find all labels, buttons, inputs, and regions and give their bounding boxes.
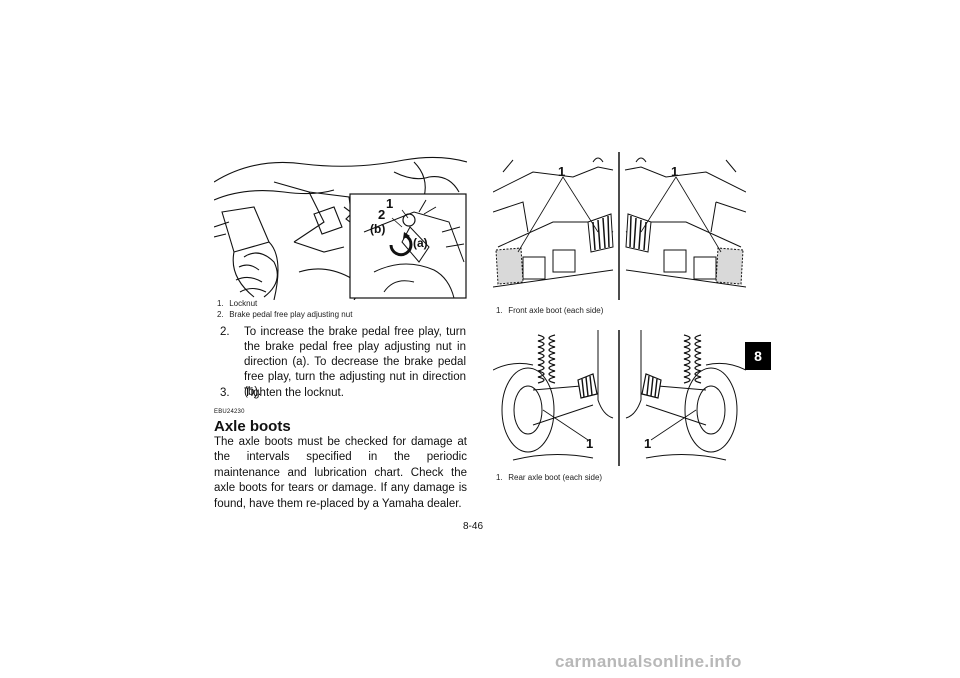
rear-axle-figure: 1 1 <box>493 330 746 466</box>
step-text: Tighten the locknut. <box>244 387 344 399</box>
caption-num: 1. <box>217 299 224 308</box>
chapter-tab: 8 <box>745 342 771 370</box>
front-callout-1: 1 <box>671 164 679 179</box>
section-code: EBU24230 <box>214 409 245 415</box>
brake-figure-caption: 1. Locknut 2. Brake pedal free play adju… <box>217 298 352 320</box>
front-axle-caption: 1. Front axle boot (each side) <box>496 305 603 316</box>
step-2: 2. To increase the brake pedal free play… <box>220 325 466 400</box>
caption-text: Front axle boot (each side) <box>508 306 604 315</box>
callout-1: 1 <box>386 196 394 211</box>
step-3: 3. Tighten the locknut. <box>220 386 466 401</box>
caption-num: 1. <box>496 473 503 482</box>
section-body: The axle boots must be checked for damag… <box>214 436 467 510</box>
front-axle-figure: 1 1 <box>493 152 746 300</box>
caption-text: Locknut <box>229 299 258 308</box>
step-number: 3. <box>220 387 230 399</box>
callout-2: 2 <box>378 207 386 222</box>
page-number: 8-46 <box>463 521 484 532</box>
rear-callout-1: 1 <box>586 436 594 451</box>
caption-num: 2. <box>217 310 224 319</box>
rear-axle-caption: 1. Rear axle boot (each side) <box>496 472 602 483</box>
step-number: 2. <box>220 326 230 338</box>
rear-axle-illustration <box>493 330 746 466</box>
caption-text: Rear axle boot (each side) <box>508 473 603 482</box>
front-axle-illustration <box>493 152 746 300</box>
callout-a: (a) <box>413 236 428 250</box>
rear-callout-1: 1 <box>644 436 652 451</box>
brake-pedal-illustration <box>214 156 467 300</box>
brake-pedal-figure: 1 2 (b) (a) <box>214 152 467 300</box>
callout-b: (b) <box>370 222 386 236</box>
caption-line: 2. Brake pedal free play adjusting nut <box>217 309 352 320</box>
caption-line: 1. Locknut <box>217 298 352 309</box>
section-heading: Axle boots <box>214 418 291 435</box>
watermark: carmanualsonline.info <box>555 652 742 671</box>
front-callout-1: 1 <box>558 164 566 179</box>
caption-num: 1. <box>496 306 503 315</box>
caption-text: Brake pedal free play adjusting nut <box>229 310 353 319</box>
step-text: To increase the brake pedal free play, t… <box>244 326 466 398</box>
